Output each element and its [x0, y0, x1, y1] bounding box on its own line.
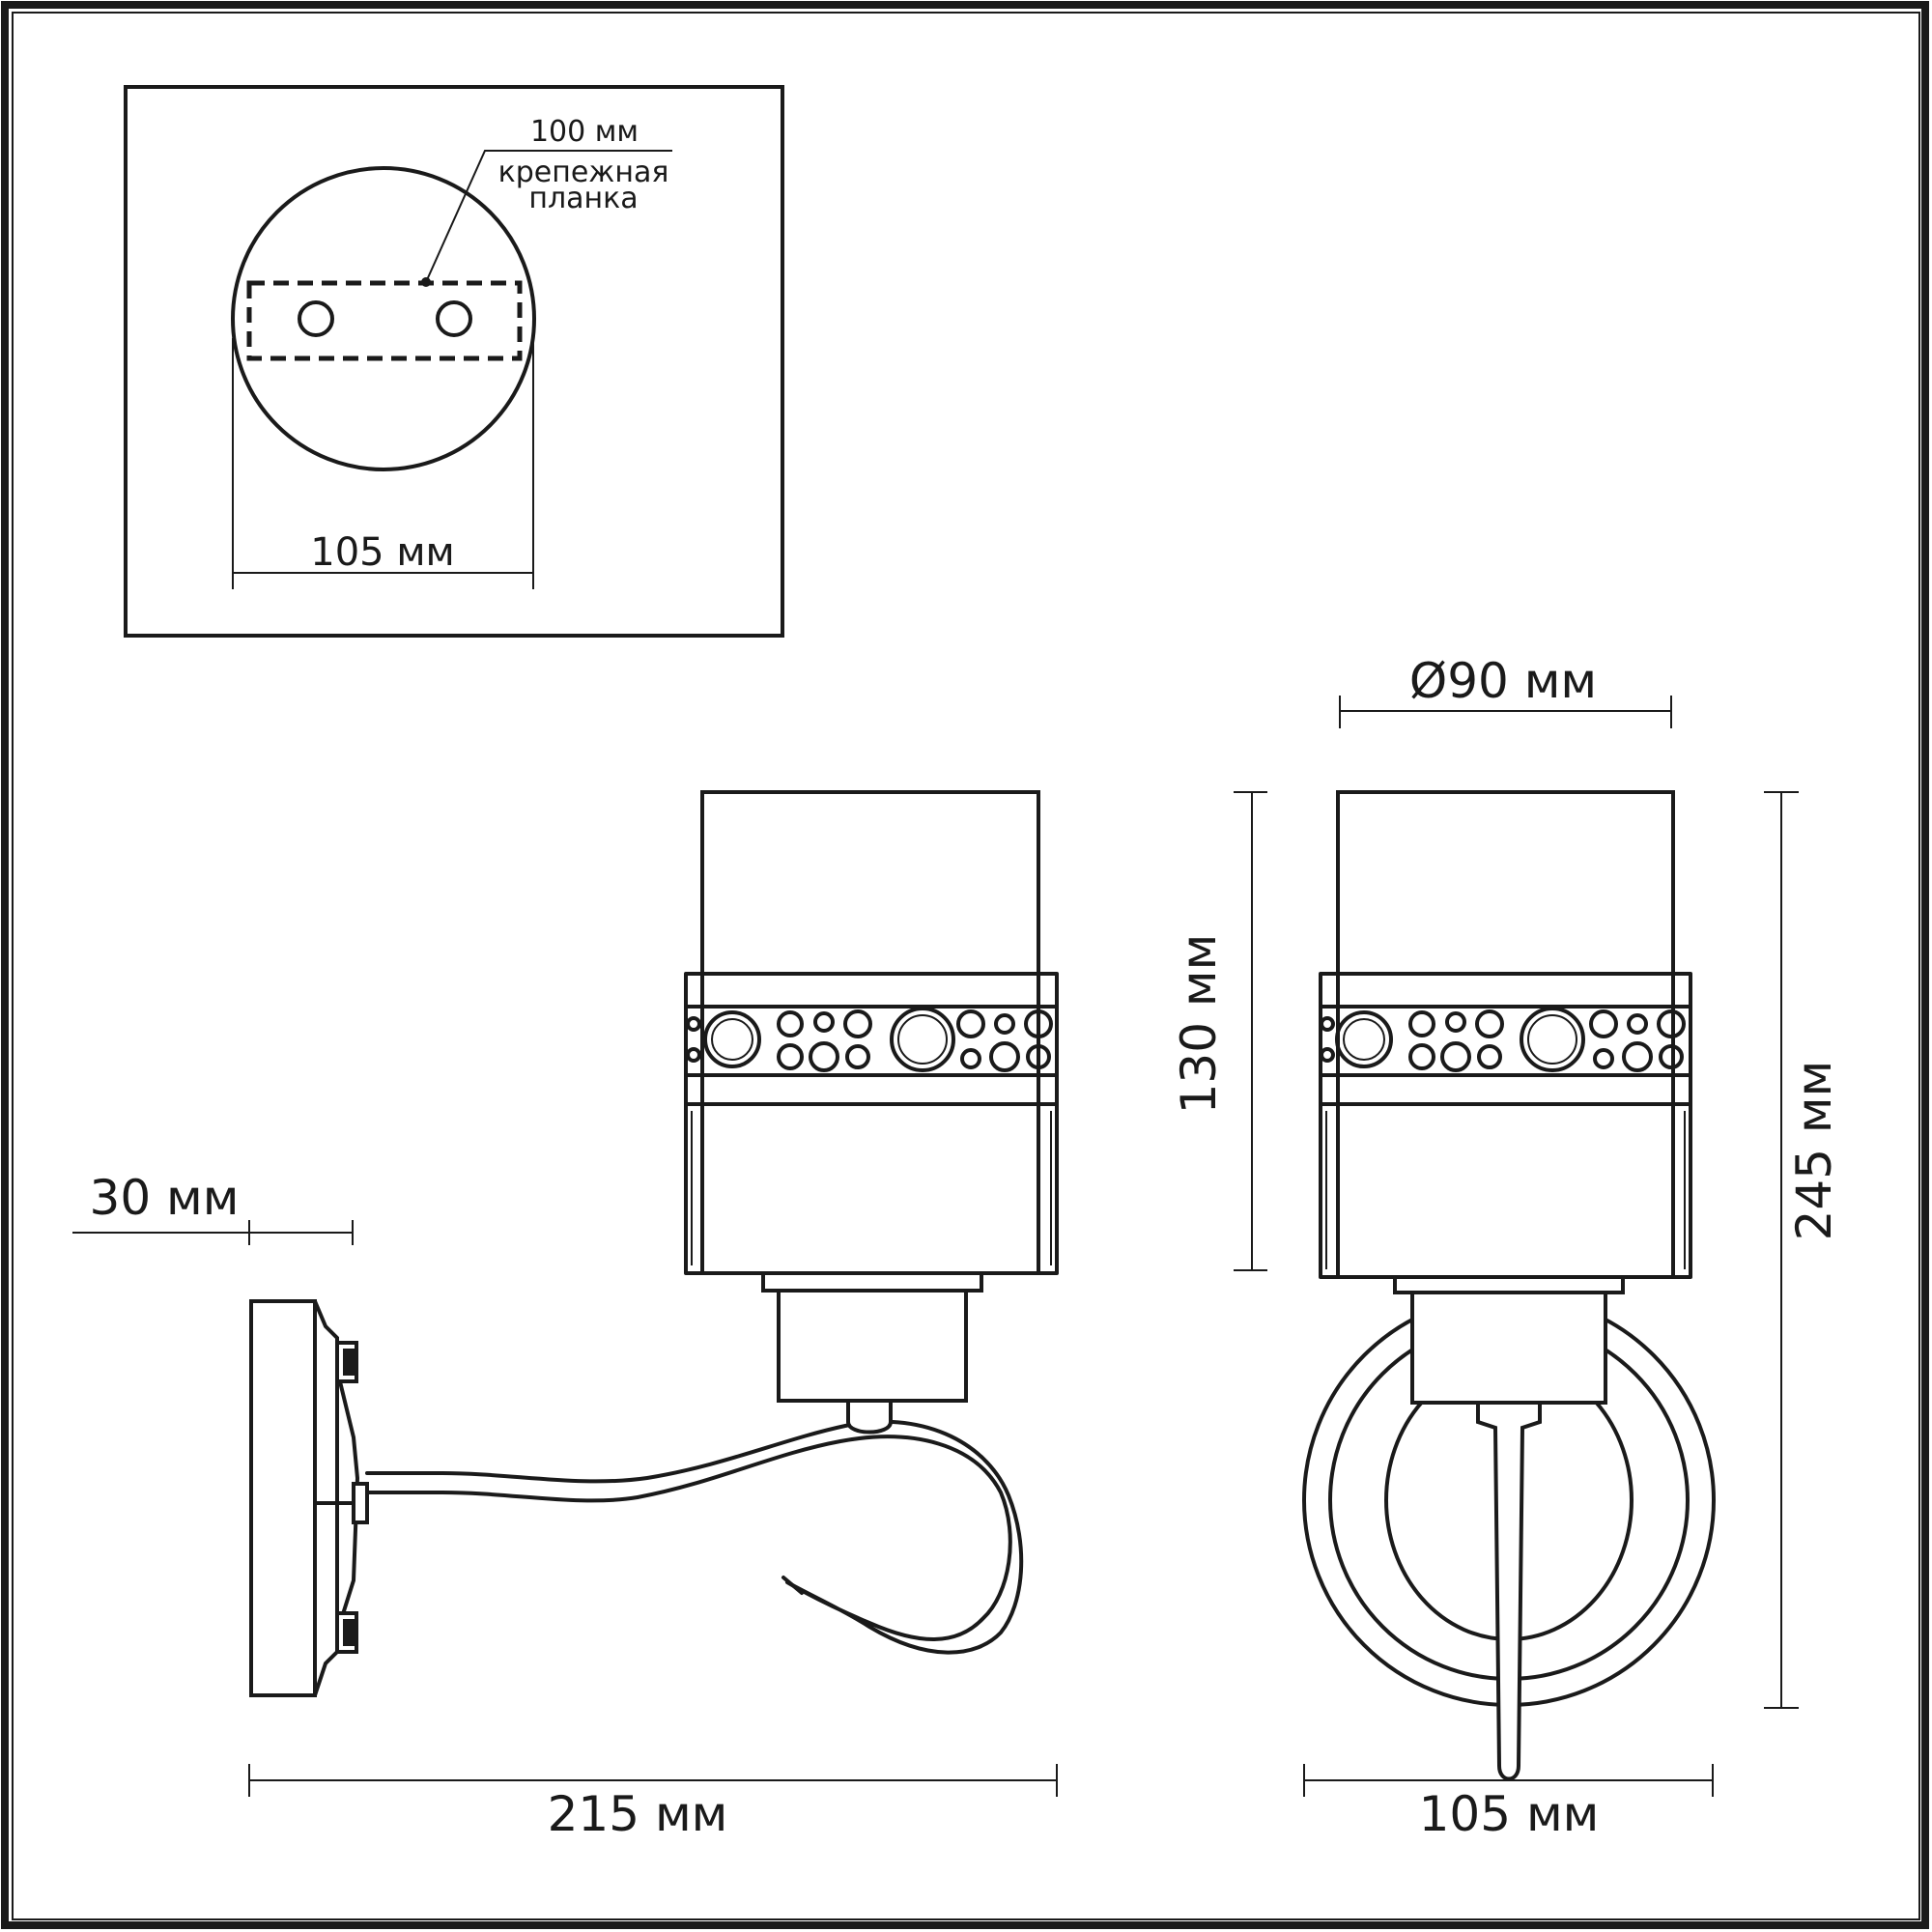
side-socket — [777, 1279, 968, 1403]
front-socket-collar — [1393, 1275, 1625, 1294]
bar-length-label: 100 мм — [530, 115, 639, 149]
total-height-label: 245 мм — [1786, 1061, 1842, 1241]
side-screw-top — [335, 1341, 358, 1383]
side-backplate — [249, 1299, 360, 1697]
bar-name-line2: планка — [528, 182, 638, 215]
side-screw-bottom — [335, 1611, 358, 1654]
front-socket — [1410, 1283, 1607, 1405]
total-length-label: 215 мм — [548, 1786, 728, 1842]
front-stem — [1476, 1401, 1542, 1781]
front-lamp-shade — [1319, 790, 1692, 1279]
side-socket-knob — [846, 1399, 893, 1435]
shade-diameter-label: Ø90 мм — [1409, 653, 1597, 709]
mounting-plate-inset: 105 мм 100 мм крепежная планка — [124, 85, 784, 638]
side-view: 30 мм 215 мм — [72, 790, 1059, 1842]
backplate-depth-label: 30 мм — [90, 1170, 240, 1226]
front-width-label: 105 мм — [1419, 1786, 1600, 1842]
side-decor-band — [686, 1007, 1053, 1072]
side-arm — [365, 1419, 1024, 1655]
bar-name-line1: крепежная — [498, 156, 669, 189]
shade-height-label: 130 мм — [1171, 934, 1227, 1115]
front-decor-band — [1320, 1007, 1686, 1072]
inset-width-label: 105 мм — [310, 530, 454, 575]
side-lamp-shade — [684, 790, 1059, 1275]
side-socket-collar — [761, 1271, 983, 1293]
front-view: Ø90 мм 130 мм 245 мм 105 мм — [1171, 653, 1842, 1842]
